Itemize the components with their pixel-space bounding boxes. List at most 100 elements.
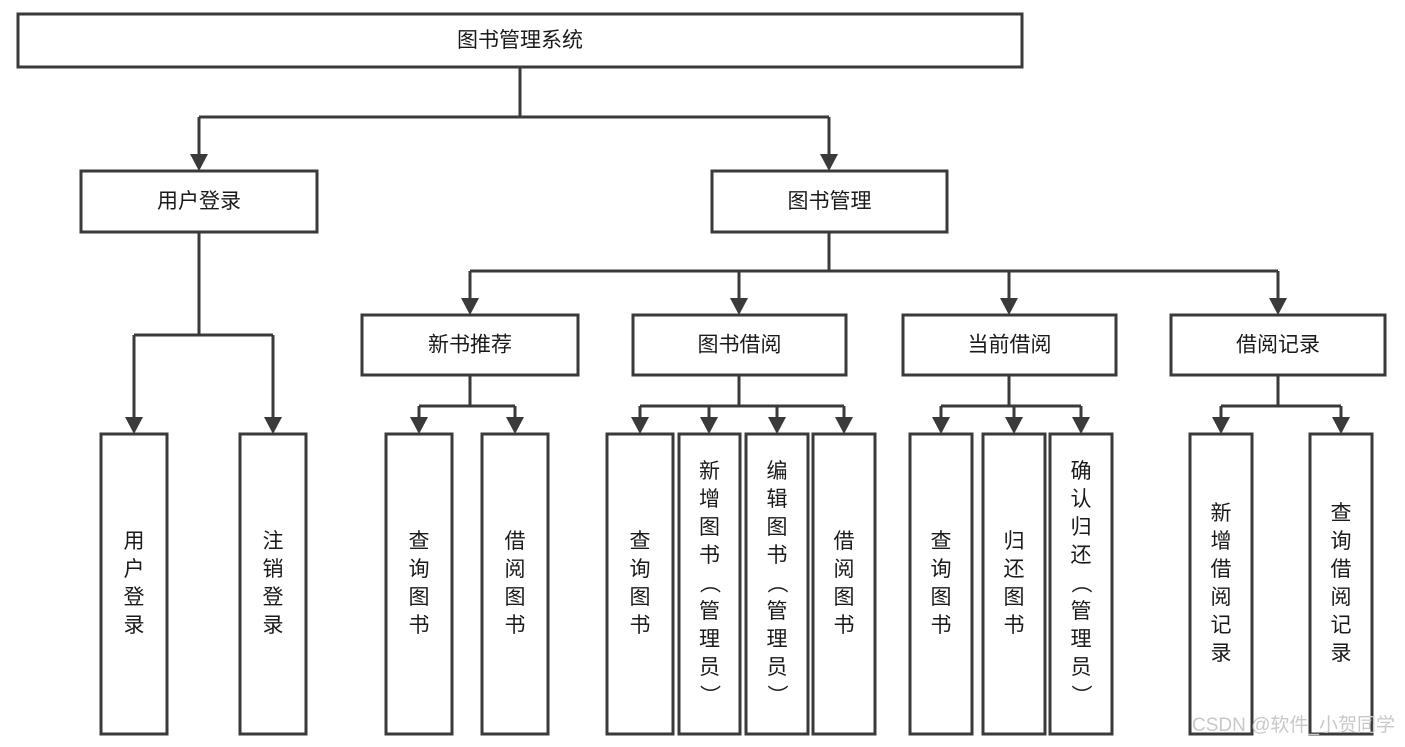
svg-text:管: 管	[767, 600, 788, 623]
connector-conn-current-to-leaves	[932, 375, 1090, 434]
node-book-borrow[interactable]: 图书借阅	[631, 313, 848, 377]
node-new-book-recommend[interactable]: 新书推荐	[360, 313, 580, 377]
node-box[interactable]	[1308, 432, 1374, 736]
svg-text:新: 新	[699, 460, 720, 483]
svg-text:员: 员	[1071, 656, 1092, 679]
connector-arrowhead	[835, 417, 853, 434]
svg-text:管: 管	[699, 600, 720, 623]
connector-arrowhead	[506, 417, 524, 434]
svg-text:查: 查	[630, 530, 651, 553]
connector-arrowhead	[1332, 417, 1350, 434]
node-root[interactable]: 图书管理系统	[16, 12, 1024, 69]
svg-text:书: 书	[767, 544, 788, 567]
svg-text:借: 借	[834, 530, 855, 553]
svg-text:阅: 阅	[1211, 586, 1232, 609]
node-box[interactable]	[360, 313, 580, 377]
node-box[interactable]	[901, 313, 1118, 377]
node-box[interactable]	[79, 169, 319, 234]
node-label: 新书推荐	[428, 334, 512, 357]
node-label: 用户登录	[157, 190, 241, 213]
connector-arrowhead	[1005, 417, 1023, 434]
node-book-manage[interactable]: 图书管理	[710, 169, 949, 234]
svg-text:登: 登	[263, 586, 284, 609]
node-box[interactable]	[744, 432, 810, 736]
svg-text:图: 图	[931, 586, 952, 609]
node-box[interactable]	[238, 432, 308, 736]
svg-text:）: ）	[1069, 685, 1092, 706]
svg-text:阅: 阅	[505, 558, 526, 581]
svg-text:记: 记	[1331, 614, 1352, 637]
node-box[interactable]	[99, 432, 169, 736]
svg-text:编: 编	[767, 460, 788, 483]
node-label: 当前借阅	[968, 334, 1052, 357]
node-box[interactable]	[908, 432, 974, 736]
svg-text:借: 借	[1331, 558, 1352, 581]
connector-conn-record-to-leaves	[1212, 375, 1350, 434]
node-box[interactable]	[1169, 313, 1387, 377]
connector-arrowhead	[730, 298, 748, 315]
svg-text:（: （	[698, 573, 721, 594]
node-box[interactable]	[710, 169, 949, 234]
connector-arrowhead	[1212, 417, 1230, 434]
node-current-borrow[interactable]: 当前借阅	[901, 313, 1118, 377]
svg-text:书: 书	[505, 614, 526, 637]
nodes-layer: 图书管理系统用户登录图书管理新书推荐图书借阅当前借阅借阅记录用户登录注销登录查询…	[16, 12, 1387, 736]
node-box[interactable]	[16, 12, 1024, 69]
node-box[interactable]	[677, 432, 742, 736]
node-box[interactable]	[1048, 432, 1114, 736]
node-box[interactable]	[631, 313, 848, 377]
svg-text:书: 书	[699, 544, 720, 567]
svg-text:书: 书	[1004, 614, 1025, 637]
node-box[interactable]	[981, 432, 1047, 736]
node-box[interactable]	[384, 432, 454, 736]
svg-text:借: 借	[505, 530, 526, 553]
svg-text:增: 增	[699, 488, 720, 511]
node-box[interactable]	[480, 432, 550, 736]
svg-text:查: 查	[1331, 502, 1352, 525]
svg-text:录: 录	[1331, 642, 1352, 665]
svg-text:用: 用	[124, 530, 145, 553]
svg-text:书: 书	[409, 614, 430, 637]
svg-text:增: 增	[1211, 530, 1232, 553]
node-box[interactable]	[605, 432, 675, 736]
connector-arrowhead	[125, 417, 143, 434]
svg-text:书: 书	[931, 614, 952, 637]
connector-arrowhead	[410, 417, 428, 434]
svg-text:登: 登	[124, 586, 145, 609]
node-leaf-user-login[interactable]: 用户登录	[99, 432, 169, 736]
svg-text:记: 记	[1211, 614, 1232, 637]
svg-text:录: 录	[124, 614, 145, 637]
svg-text:询: 询	[409, 558, 430, 581]
connector-arrowhead	[1072, 417, 1090, 434]
watermark-layer: CSDN @软件_小贺同学	[1192, 714, 1395, 736]
connector-arrowhead	[264, 417, 282, 434]
node-box[interactable]	[1188, 432, 1254, 736]
connector-conn-root-to-level2	[190, 67, 838, 171]
node-box[interactable]	[811, 432, 877, 736]
svg-text:录: 录	[1211, 642, 1232, 665]
svg-text:图: 图	[767, 516, 788, 539]
node-user-login[interactable]: 用户登录	[79, 169, 319, 234]
svg-text:管: 管	[1071, 600, 1092, 623]
node-borrow-record[interactable]: 借阅记录	[1169, 313, 1387, 377]
